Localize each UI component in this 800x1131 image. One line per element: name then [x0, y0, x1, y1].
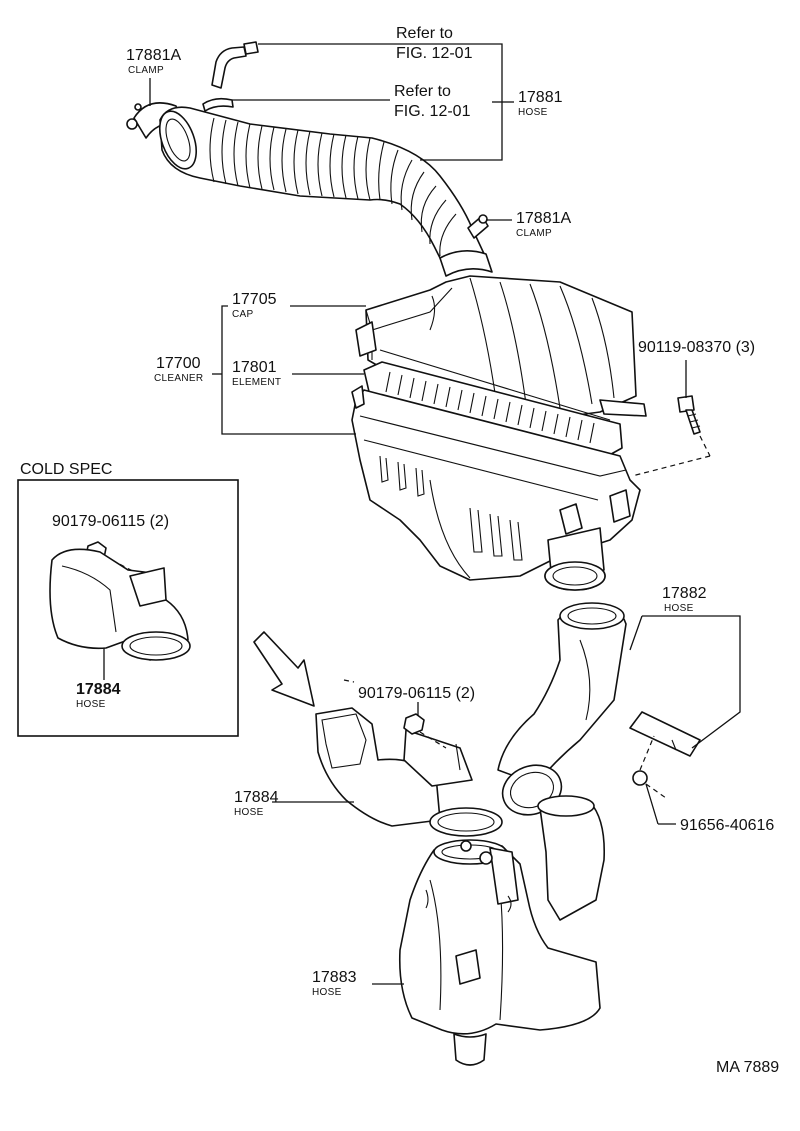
part-17881a-mid-name: CLAMP: [516, 228, 552, 239]
part-17884-inset-number: 17884: [76, 681, 121, 698]
cold-spec-inset: [17, 479, 239, 737]
hose-17881-drawing: [126, 41, 493, 277]
ref-label-2-line2: FIG. 12-01: [394, 103, 471, 120]
cold-spec-title: COLD SPEC: [20, 461, 112, 478]
part-17883-number: 17883: [312, 969, 357, 986]
ref-label-1-line1: Refer to: [396, 25, 453, 42]
part-17881a-top-number: 17881A: [126, 47, 181, 64]
part-17882-name: HOSE: [664, 603, 694, 614]
cleaner-case-17700-drawing: [351, 385, 641, 591]
hose-17882-drawing: [497, 602, 701, 816]
part-90119-number: 90119-08370 (3): [638, 339, 755, 356]
callout-labels: Refer to FIG. 12-01 Refer to FIG. 12-01 …: [20, 25, 779, 1076]
part-17705-number: 17705: [232, 291, 277, 308]
part-17883-name: HOSE: [312, 987, 342, 998]
part-17881-name: HOSE: [518, 107, 548, 118]
hose-17884-drawing: [315, 707, 503, 837]
ref-label-2-line1: Refer to: [394, 83, 451, 100]
ref-label-1-line2: FIG. 12-01: [396, 45, 473, 62]
part-17884-main-name: HOSE: [234, 807, 264, 818]
part-17881a-mid-number: 17881A: [516, 210, 571, 227]
part-17705-name: CAP: [232, 309, 253, 320]
part-17700-number: 17700: [156, 355, 201, 372]
hose-17883-drawing: [398, 795, 606, 1066]
leader-lines: [149, 43, 741, 985]
drawing-code: MA 7889: [716, 1059, 779, 1076]
part-17881-number: 17881: [518, 89, 563, 106]
part-17882-number: 17882: [662, 585, 707, 602]
bolt-90119-drawing: [677, 395, 701, 435]
part-17801-name: ELEMENT: [232, 377, 281, 388]
part-17884-main-number: 17884: [234, 789, 279, 806]
direction-arrow: [253, 631, 315, 707]
part-90179-main-number: 90179-06115 (2): [358, 685, 475, 702]
part-91656-number: 91656-40616: [680, 817, 774, 834]
part-17884-inset-name: HOSE: [76, 699, 106, 710]
part-17700-name: CLEANER: [154, 373, 203, 384]
part-90179-inset-number: 90179-06115 (2): [52, 513, 169, 530]
part-17801-number: 17801: [232, 359, 277, 376]
part-17881a-top-name: CLAMP: [128, 65, 164, 76]
